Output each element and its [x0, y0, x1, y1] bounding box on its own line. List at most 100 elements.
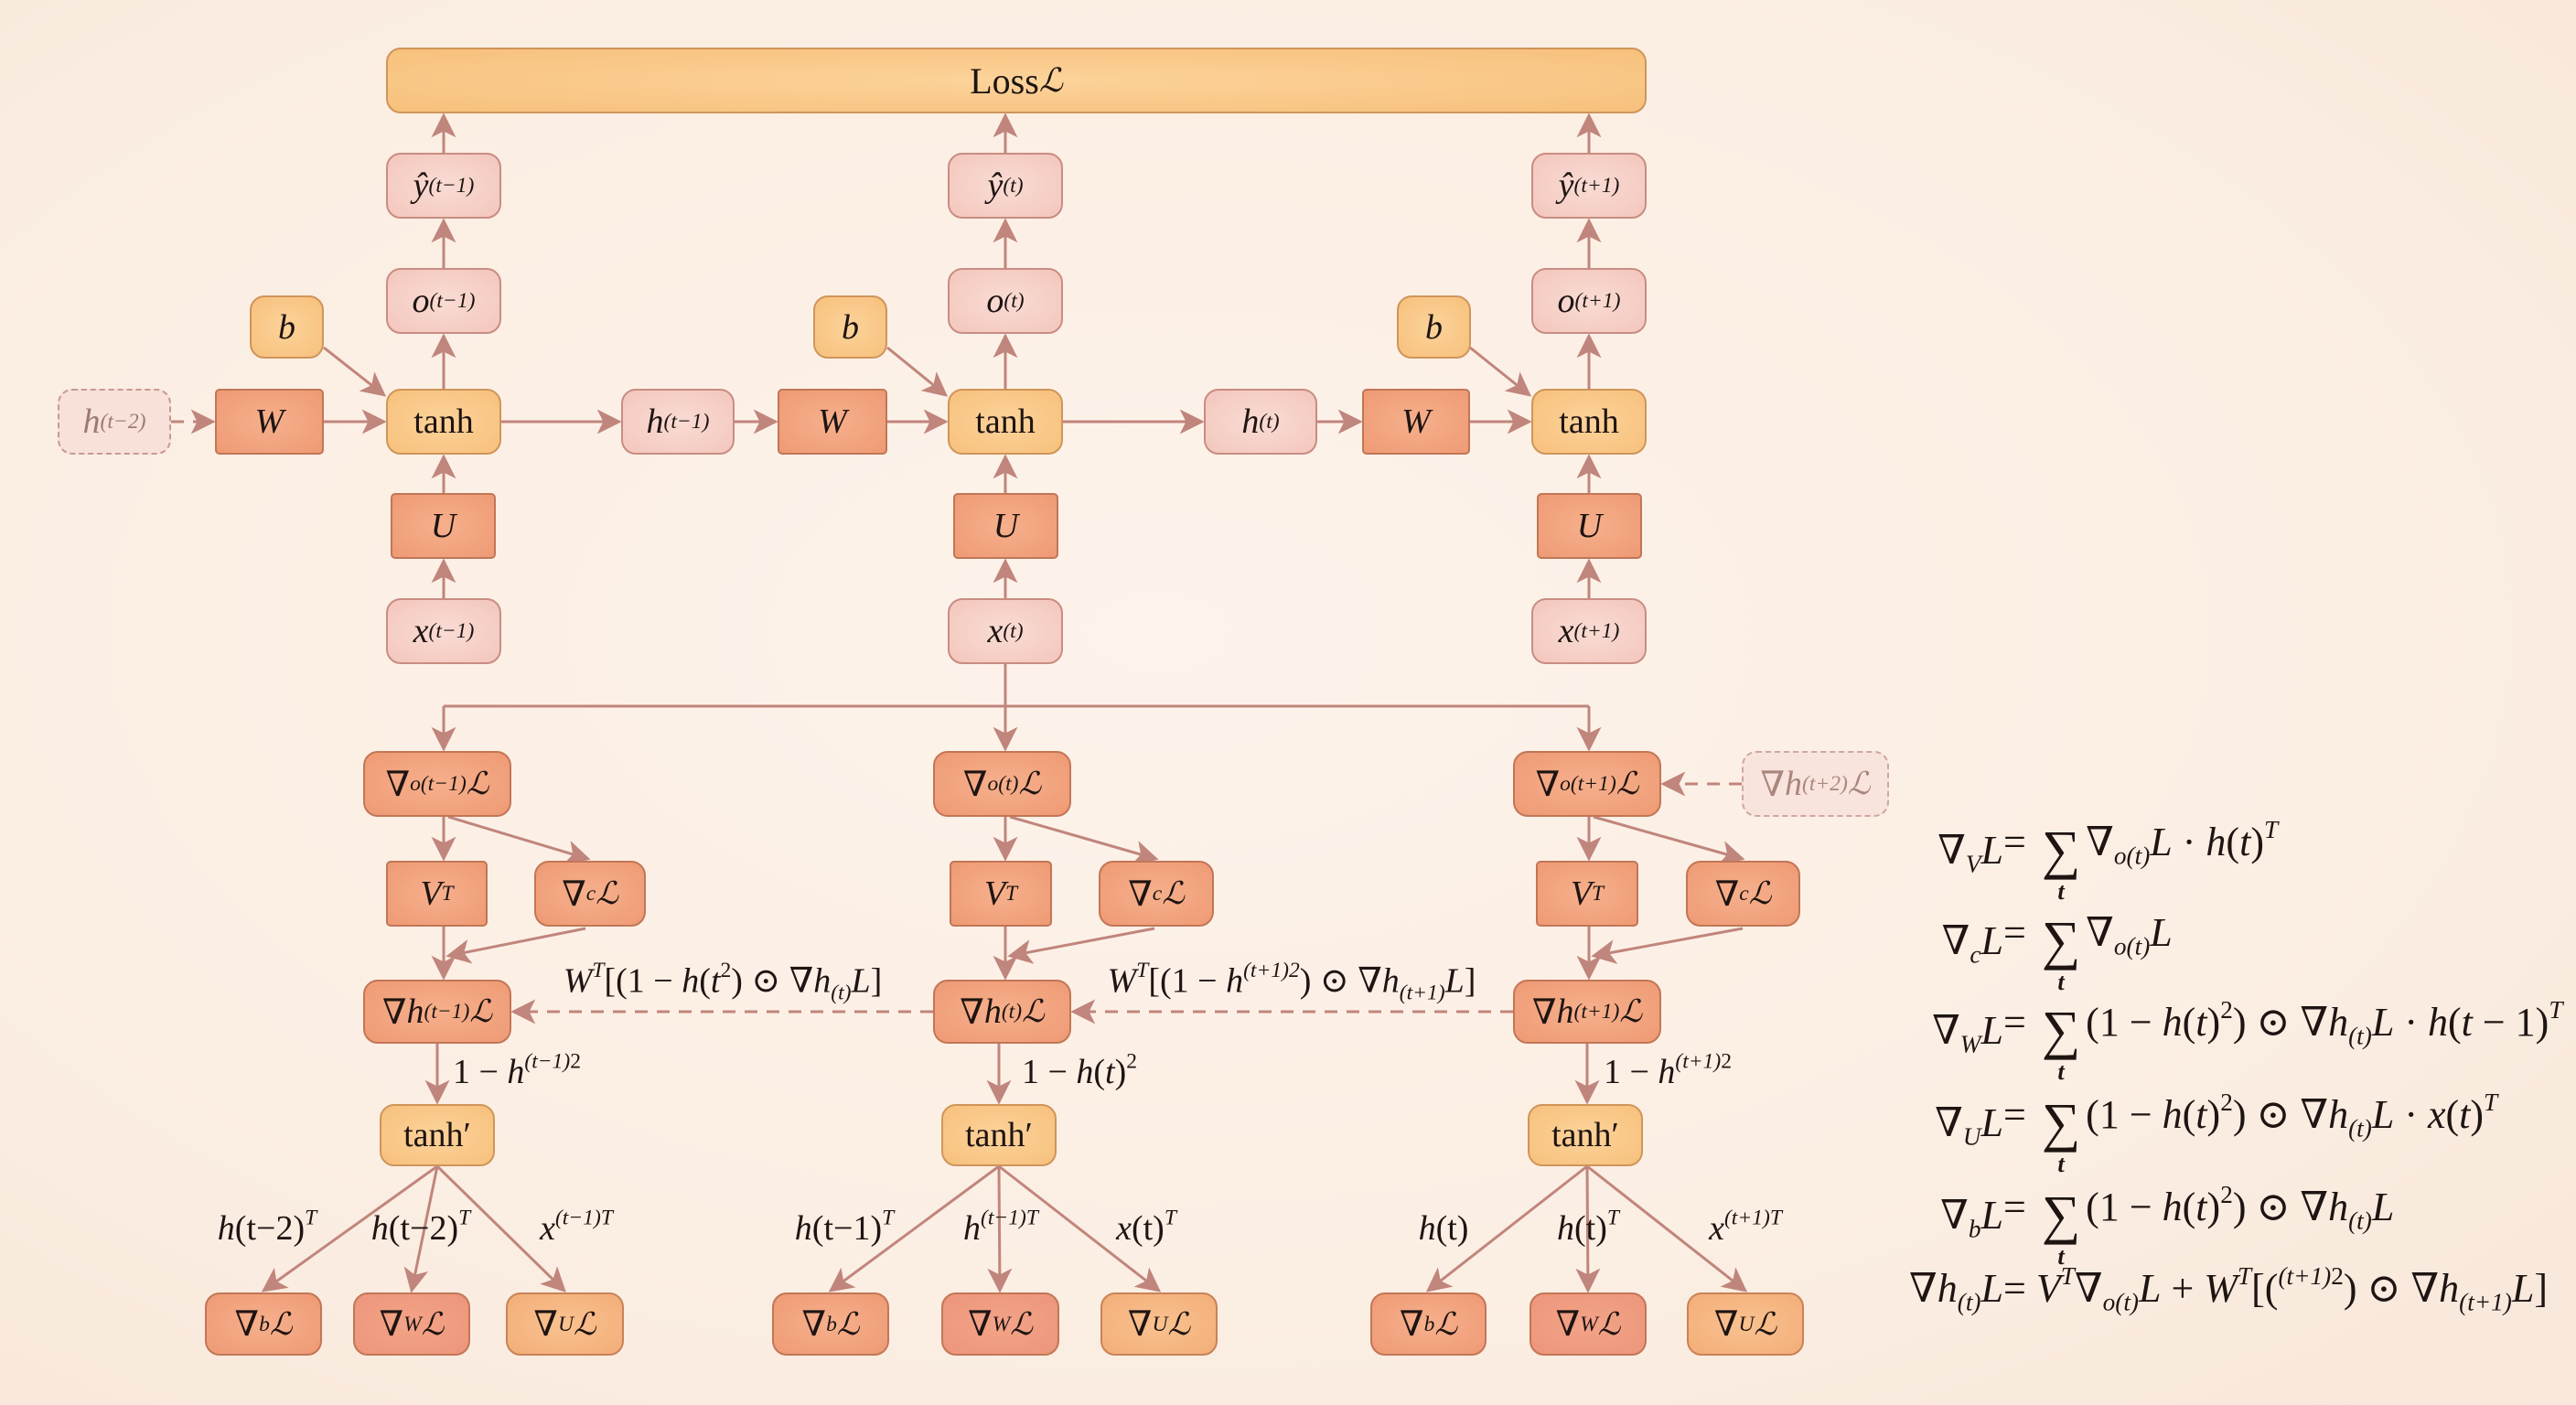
- math-segment: V: [1965, 850, 1981, 878]
- math-segment: ∇: [385, 765, 411, 804]
- math-segment: h: [1658, 1053, 1676, 1091]
- math-segment: (t−1): [524, 1049, 571, 1074]
- edge-tanh-derivative-to-param-grad: [1425, 1164, 1588, 1292]
- math-segment: h: [2162, 1185, 2183, 1229]
- math-segment: ∇: [1713, 1305, 1739, 1344]
- math-segment: tanh′: [403, 1116, 471, 1154]
- output-o-node: o(t): [948, 268, 1063, 334]
- math-segment: ∇: [1555, 1305, 1581, 1344]
- math-segment: (t): [1131, 1209, 1165, 1248]
- math-segment: ): [2250, 820, 2264, 864]
- math-segment: ∇: [1935, 1100, 1963, 1146]
- edge-tanh-derivative-to-param-grad: [435, 1164, 566, 1292]
- math-segment: ) ⊙ ∇: [2232, 1092, 2329, 1137]
- math-segment: T: [305, 1206, 317, 1230]
- math-segment: ): [2206, 1185, 2221, 1229]
- math-segment: (t): [2348, 1022, 2372, 1050]
- math-segment: ∇: [381, 992, 407, 1032]
- sum-index: t: [2057, 877, 2065, 906]
- math-segment: h: [813, 961, 832, 1001]
- math-segment: (t): [1435, 1209, 1469, 1248]
- weight-U-node: U: [391, 493, 496, 559]
- output-o-node: o(t+1): [1531, 268, 1647, 334]
- math-segment: ∇: [801, 1305, 827, 1344]
- edge-b-to-tanh: [1469, 346, 1532, 397]
- math-segment: W: [1959, 1030, 1981, 1058]
- sigma: ∑: [2041, 1000, 2081, 1060]
- edge-b-to-tanh: [323, 346, 387, 397]
- math-segment: ): [2206, 1092, 2221, 1137]
- math-segment: T: [1606, 1206, 1619, 1230]
- math-segment: h: [794, 1209, 812, 1248]
- math-segment: h: [1418, 1209, 1436, 1248]
- math-segment: V: [420, 874, 442, 913]
- math-segment: 1 −: [452, 1053, 508, 1091]
- math-segment: ℒ: [1748, 875, 1772, 912]
- gradient-equation: ∇WL = ∑t(1 − h(t)2) ⊙ ∇h(t)L · h(t − 1)T: [1839, 991, 2563, 1084]
- math-segment: tanh: [413, 402, 474, 441]
- math-segment: h: [1557, 1209, 1575, 1248]
- math-segment: L: [2511, 1266, 2535, 1311]
- math-segment: L: [851, 961, 871, 1001]
- math-segment: (t+1): [1399, 981, 1445, 1005]
- math-segment: ]: [870, 961, 883, 1001]
- equation-rhs: = ∑t(1 − h(t)2) ⊙ ∇h(t)L: [2003, 1175, 2394, 1269]
- math-segment: h: [507, 1053, 525, 1091]
- gradient-equation: ∇UL = ∑t(1 − h(t)2) ⊙ ∇h(t)L · x(t)T: [1839, 1083, 2497, 1176]
- math-segment: ): [2206, 1000, 2221, 1045]
- math-segment: W: [2204, 1266, 2238, 1311]
- branch-label: x(t−1)T: [540, 1206, 613, 1249]
- input-x-node: x(t): [948, 598, 1063, 664]
- math-segment: 2: [1126, 1049, 1138, 1074]
- math-segment: (t): [1957, 1288, 1981, 1316]
- sigma: ∑: [2041, 820, 2081, 880]
- math-segment: W: [818, 402, 847, 441]
- math-segment: T: [2060, 1261, 2075, 1290]
- grad-h-node: ∇h(t+1)ℒ: [1513, 980, 1661, 1044]
- tanh-derivative-node: tanh′: [941, 1104, 1057, 1166]
- math-segment: (: [2447, 1000, 2462, 1045]
- math-segment: L: [1980, 1008, 2003, 1054]
- math-segment: ∇: [1937, 828, 1966, 874]
- math-segment: h: [1076, 1053, 1094, 1091]
- math-segment: o: [986, 282, 1004, 320]
- math-segment: h: [2439, 1266, 2460, 1311]
- branch-label: h(t−2)T: [218, 1206, 317, 1249]
- gradient-equation: ∇h(t)L = VT∇o(t)L + WT[((t+1)2) ⊙ ∇h(t+1…: [1839, 1261, 2548, 1314]
- summation-symbol: ∑t: [2042, 1187, 2080, 1269]
- gradient-equation: ∇VL = ∑t∇o(t)L · h(t)T: [1839, 810, 2278, 904]
- equation-rhs: = ∑t∇o(t)L: [2003, 901, 2173, 994]
- weight-W-node: W: [1362, 389, 1470, 455]
- math-segment: ℒ: [1434, 1305, 1457, 1343]
- math-segment: o(t): [2102, 1288, 2139, 1316]
- equation-rhs: = ∑t(1 − h(t)2) ⊙ ∇h(t)L · h(t − 1)T: [2003, 991, 2563, 1084]
- math-segment: ℒ: [836, 1305, 860, 1343]
- math-segment: ∇: [234, 1305, 260, 1344]
- weight-U-node: U: [953, 493, 1058, 559]
- math-segment: (t−1)T: [554, 1206, 613, 1230]
- math-segment: ℒ: [1038, 61, 1063, 100]
- math-segment: ·: [2172, 820, 2206, 864]
- math-segment: tanh: [975, 402, 1036, 441]
- edge-tanh-derivative-to-param-grad: [403, 1165, 439, 1293]
- math-segment: ℒ: [1615, 766, 1639, 802]
- math-segment: − 1): [2472, 1000, 2549, 1045]
- math-segment: L: [2150, 910, 2173, 955]
- math-segment: (: [2226, 820, 2240, 864]
- math-segment: o: [412, 282, 430, 320]
- math-segment: (1 −: [2086, 1000, 2163, 1045]
- math-segment: 2: [720, 959, 732, 983]
- math-segment: ∇: [1760, 765, 1786, 804]
- math-segment: ∇: [1531, 992, 1557, 1032]
- math-segment: h: [2328, 1092, 2349, 1137]
- math-segment: T: [2549, 995, 2563, 1024]
- math-segment: ∇: [968, 1305, 993, 1344]
- math-segment: t: [1105, 1053, 1115, 1091]
- math-segment: o(t): [2113, 932, 2151, 960]
